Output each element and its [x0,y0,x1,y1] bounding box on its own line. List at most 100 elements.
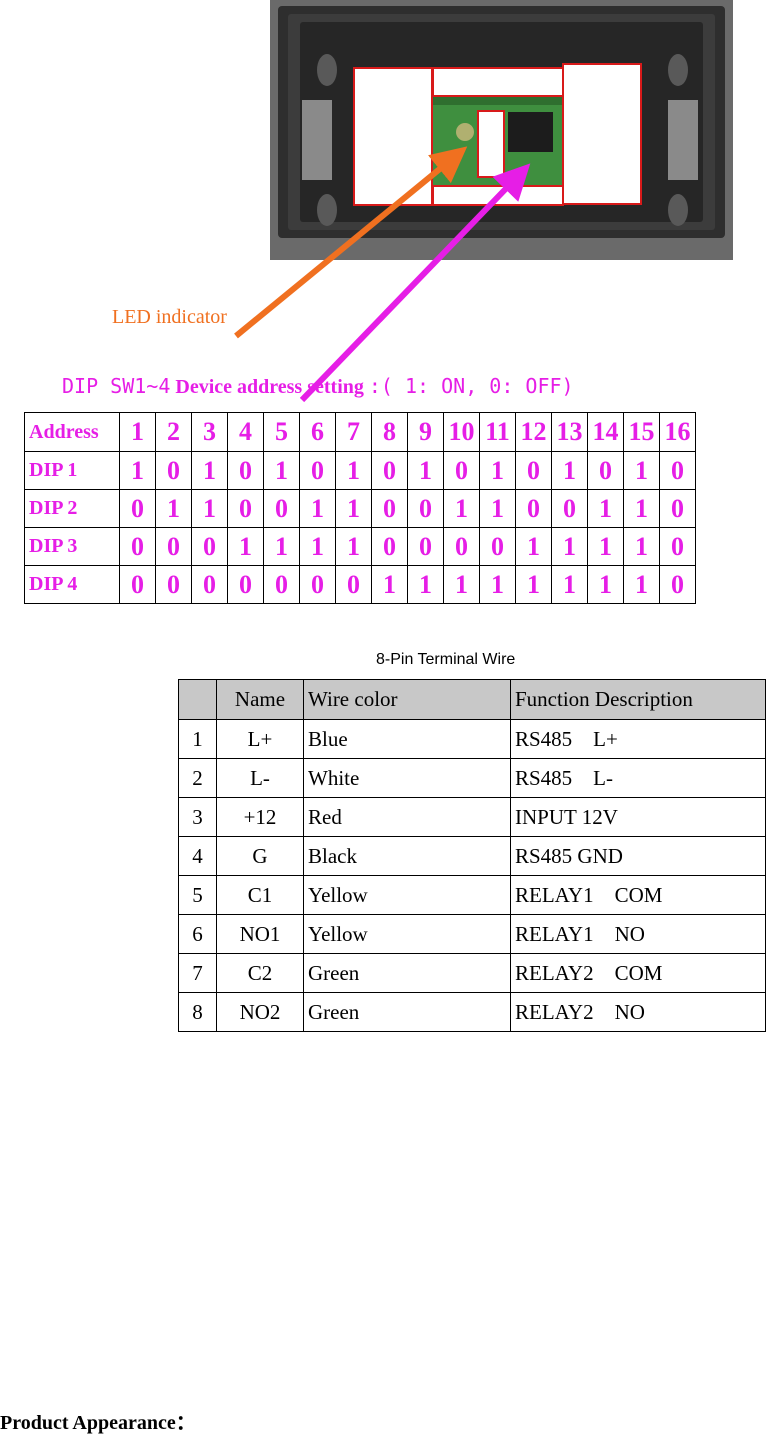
wire-cell: 1 [178,719,217,759]
dip-address-cell: 5 [263,412,300,452]
wire-cell: NO2 [216,992,304,1032]
dip-value-cell: 1 [515,527,552,566]
dip-value-cell: 1 [155,489,192,528]
dip-address-cell: 4 [227,412,264,452]
dip-address-cell: 2 [155,412,192,452]
dip-value-cell: 1 [263,527,300,566]
wire-cell: Blue [303,719,511,759]
wire-table-caption: 8-Pin Terminal Wire [376,651,516,668]
dip-row-label: DIP 2 [24,489,120,528]
product-appearance-heading: Product Appearance： [0,1412,196,1434]
dip-value-cell: 0 [443,527,480,566]
wire-cell: INPUT 12V [510,797,766,837]
wire-cell: 6 [178,914,217,954]
dip-value-cell: 1 [623,565,660,604]
wire-header-cell [178,679,217,720]
dip-value-cell: 0 [659,489,696,528]
dip-value-cell: 0 [407,527,444,566]
dip-address-cell: 12 [515,412,552,452]
dip-value-cell: 1 [119,451,156,490]
wire-cell: C1 [216,875,304,915]
wire-cell: 5 [178,875,217,915]
wire-cell: Red [303,797,511,837]
dip-value-cell: 1 [587,527,624,566]
dip-value-cell: 0 [587,451,624,490]
device-photo [270,0,733,260]
dip-value-cell: 1 [551,565,588,604]
dip-value-cell: 1 [587,565,624,604]
dip-value-cell: 0 [119,565,156,604]
dip-row-label: Address [24,412,120,452]
dip-value-cell: 0 [155,527,192,566]
dip-value-cell: 1 [227,527,264,566]
wire-cell: 4 [178,836,217,876]
dip-value-cell: 0 [227,489,264,528]
wire-cell: RELAY2 COM [510,953,766,993]
dip-heading-prefix: DIP SW1~4 [62,374,171,398]
dip-value-cell: 0 [263,489,300,528]
dip-value-cell: 1 [263,451,300,490]
dip-value-cell: 1 [371,565,408,604]
dip-value-cell: 1 [335,489,372,528]
dip-value-cell: 0 [191,527,228,566]
dip-value-cell: 0 [155,451,192,490]
wire-header-row: Name Wire color Function Description [178,679,766,720]
dip-value-cell: 0 [479,527,516,566]
dip-value-cell: 0 [263,565,300,604]
dip-value-cell: 0 [227,451,264,490]
dip-value-cell: 1 [191,489,228,528]
dip-address-cell: 11 [479,412,516,452]
dip-address-cell: 16 [659,412,696,452]
dip-value-cell: 0 [155,565,192,604]
dip-address-cell: 10 [443,412,480,452]
dip-value-cell: 1 [299,527,336,566]
wire-cell: RS485 GND [510,836,766,876]
dip-address-cell: 14 [587,412,624,452]
wire-cell: Yellow [303,914,511,954]
dip-value-cell: 0 [371,527,408,566]
dip-value-cell: 0 [515,451,552,490]
wire-cell: 7 [178,953,217,993]
dip-heading: DIP SW1~4 Device address setting :( 1: O… [62,374,574,399]
dip-value-cell: 1 [479,565,516,604]
wire-header-cell: Name [216,679,304,720]
wire-cell: 3 [178,797,217,837]
wire-cell: G [216,836,304,876]
wire-cell: NO1 [216,914,304,954]
wire-cell: RELAY2 NO [510,992,766,1032]
wire-cell: L- [216,758,304,798]
dip-value-cell: 0 [227,565,264,604]
dip-value-cell: 1 [335,451,372,490]
dip-value-cell: 1 [515,565,552,604]
dip-value-cell: 1 [479,489,516,528]
dip-value-cell: 0 [659,451,696,490]
wire-cell: RS485 L+ [510,719,766,759]
wire-cell: RS485 L- [510,758,766,798]
dip-value-cell: 0 [119,527,156,566]
wire-cell: RELAY1 COM [510,875,766,915]
dip-value-cell: 0 [659,565,696,604]
dip-heading-suffix: :( 1: ON, 0: OFF) [368,374,574,398]
wire-cell: L+ [216,719,304,759]
wire-cell: 2 [178,758,217,798]
dip-heading-main: Device address setting [175,376,364,398]
dip-value-cell: 1 [299,489,336,528]
wire-cell: 8 [178,992,217,1032]
wire-header-cell: Function Description [510,679,766,720]
dip-value-cell: 0 [299,565,336,604]
wire-cell: C2 [216,953,304,993]
dip-value-cell: 0 [551,489,588,528]
dip-value-cell: 1 [335,527,372,566]
